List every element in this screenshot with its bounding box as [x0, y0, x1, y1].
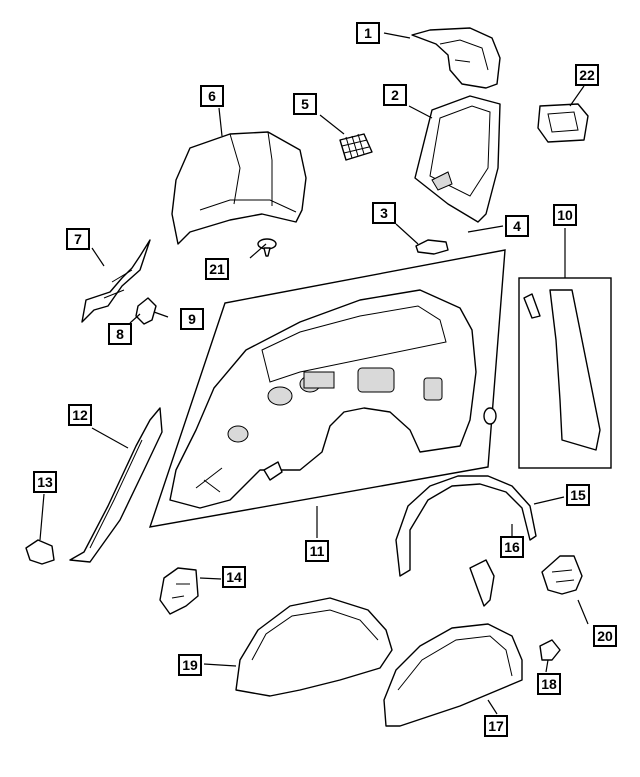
- part-18-clip: [539, 639, 561, 661]
- part-13-bracket: [25, 539, 55, 565]
- part-2-pillar-panel: [414, 95, 501, 223]
- part-1-pillar-bracket: [411, 27, 501, 89]
- callout-2: 2: [383, 84, 407, 106]
- part-17-inner-wheelhouse: [383, 623, 523, 727]
- part-5-vent-grille: [339, 133, 373, 161]
- callout-11: 11: [305, 540, 329, 562]
- callout-14: 14: [222, 566, 246, 588]
- callout-10: 10: [553, 204, 577, 226]
- part-20-latch-bracket: [541, 555, 583, 595]
- leader-lines: [39, 32, 589, 715]
- callout-12: 12: [68, 404, 92, 426]
- part-12-pillar-trim: [69, 407, 163, 563]
- part-21-push-clip: [257, 238, 277, 257]
- callout-6: 6: [200, 85, 224, 107]
- part-11-tab: [263, 461, 283, 481]
- callout-21: 21: [205, 258, 229, 280]
- part-22-grommet: [537, 103, 589, 143]
- callout-7: 7: [66, 228, 90, 250]
- part-6-housing: [171, 131, 307, 245]
- callout-16: 16: [500, 536, 524, 558]
- callout-19: 19: [178, 654, 202, 676]
- callout-20: 20: [593, 625, 617, 647]
- callout-17: 17: [484, 715, 508, 737]
- callout-15: 15: [566, 484, 590, 506]
- callout-13: 13: [33, 471, 57, 493]
- part-8-clip: [135, 297, 157, 325]
- part-11-frame: [148, 249, 506, 528]
- callout-22: 22: [575, 64, 599, 86]
- callout-3: 3: [372, 202, 396, 224]
- callout-18: 18: [537, 673, 561, 695]
- callout-1: 1: [356, 22, 380, 44]
- part-10-extension-panel: [523, 289, 601, 451]
- part-16-bracket: [469, 559, 495, 607]
- part-19-wheelhouse-liner: [235, 597, 393, 697]
- callout-9: 9: [180, 308, 204, 330]
- part-14-bracket: [159, 567, 199, 615]
- part-3-small-bracket: [415, 239, 449, 255]
- callout-4: 4: [505, 215, 529, 237]
- callout-5: 5: [293, 93, 317, 115]
- part-7-bracket: [81, 239, 151, 323]
- part-11-grommet: [483, 407, 497, 425]
- callout-8: 8: [108, 323, 132, 345]
- part-15-wheelhouse-extension: [395, 475, 537, 577]
- part-11-quarter-inner-panel: [169, 289, 477, 509]
